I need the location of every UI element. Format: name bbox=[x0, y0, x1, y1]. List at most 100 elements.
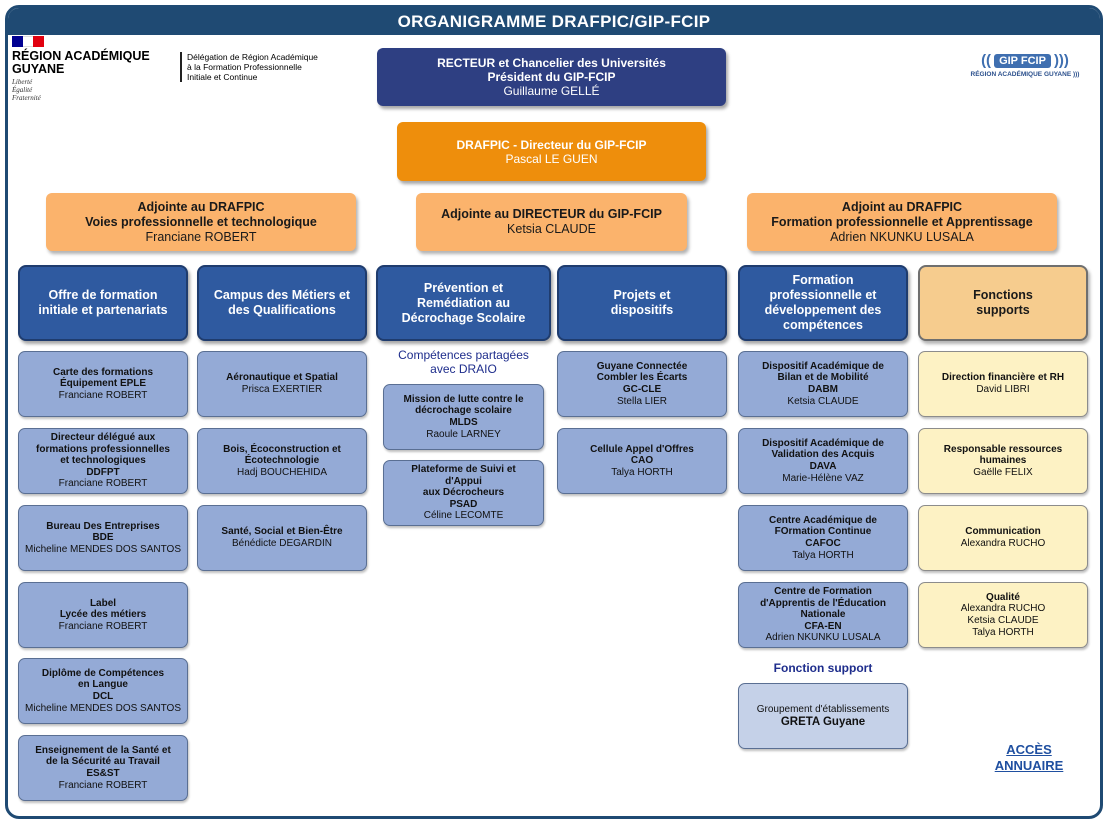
item-person: Franciane ROBERT bbox=[58, 478, 148, 490]
item-ressources-humaines: Responsable ressources humaines Gaëlle F… bbox=[918, 428, 1088, 494]
col-header-fonctions-supports: Fonctions supports bbox=[918, 265, 1088, 341]
item-communication: Communication Alexandra RUCHO bbox=[918, 505, 1088, 571]
adjoint-3-name: Adrien NKUNKU LUSALA bbox=[830, 229, 974, 244]
item-line: GC-CLE bbox=[622, 384, 662, 395]
col3-header-line2: Remédiation au bbox=[416, 295, 511, 310]
item-person: Prisca EXERTIER bbox=[241, 384, 323, 395]
logo-paren-left-icon: (( bbox=[981, 52, 992, 69]
item-greta: Groupement d'établissements GRETA Guyane bbox=[738, 683, 908, 749]
item-line: Bois, Écoconstruction et bbox=[223, 443, 341, 455]
item-person: Franciane ROBERT bbox=[58, 620, 148, 632]
item-line: Dispositif Académique de bbox=[762, 360, 884, 372]
delegation-line2: à la Formation Professionnelle bbox=[187, 62, 302, 72]
adjoint-box-2: Adjointe au DIRECTEUR du GIP-FCIP Ketsia… bbox=[416, 193, 687, 251]
fonction-support-note: Fonction support bbox=[773, 661, 873, 675]
item-line: Communication bbox=[965, 526, 1041, 538]
item-line: Équipement EPLE bbox=[59, 378, 147, 390]
item-aeronautique: Aéronautique et Spatial Prisca EXERTIER bbox=[197, 351, 367, 417]
item-line: Diplôme de Compétences bbox=[41, 667, 165, 679]
item-person: Adrien NKUNKU LUSALA bbox=[765, 632, 881, 644]
greta-line1: Groupement d'établissements bbox=[756, 704, 890, 715]
acces-annuaire-link[interactable]: ACCÈS ANNUAIRE bbox=[982, 742, 1076, 774]
item-person: Bénédicte DEGARDIN bbox=[231, 538, 333, 549]
item-line: Responsable ressources bbox=[943, 443, 1063, 455]
item-gc-cle: Guyane Connectée Combler les Écarts GC-C… bbox=[557, 351, 727, 417]
adjoint-2-name: Ketsia CLAUDE bbox=[507, 222, 596, 236]
item-person: Franciane ROBERT bbox=[58, 779, 148, 791]
item-person: Stella LIER bbox=[616, 395, 668, 407]
item-person: David LIBRI bbox=[976, 384, 1030, 395]
item-person: Talya HORTH bbox=[611, 466, 673, 478]
gip-fcip-name: GIP FCIP bbox=[994, 53, 1051, 68]
col-header-projets: Projets et dispositifs bbox=[557, 265, 727, 341]
item-line: DAVA bbox=[809, 461, 837, 472]
item-line: Mission de lutte contre le bbox=[403, 393, 524, 405]
col3-header-line1: Prévention et bbox=[423, 280, 504, 295]
adjoint-1-line1: Adjointe au DRAFPIC bbox=[137, 199, 265, 214]
col5-header-line4: compétences bbox=[783, 318, 863, 332]
item-line: et technologiques bbox=[60, 455, 146, 467]
col1-header-line1: Offre de formation bbox=[48, 288, 158, 302]
item-person: Talya HORTH bbox=[972, 626, 1034, 638]
item-dava: Dispositif Académique de Validation des … bbox=[738, 428, 908, 494]
logo-motto-1: Liberté bbox=[12, 78, 33, 86]
item-line: Direction financière et RH bbox=[941, 372, 1065, 384]
item-line: décrochage scolaire bbox=[415, 405, 512, 417]
adjoint-3-line2: Formation professionnelle et Apprentissa… bbox=[771, 214, 1033, 229]
item-person: Alexandra RUCHO bbox=[960, 538, 1046, 549]
item-line: Centre de Formation bbox=[774, 586, 872, 598]
item-person: Raoule LARNEY bbox=[426, 428, 501, 440]
item-line: Santé, Social et Bien-Être bbox=[221, 526, 343, 538]
competences-partagees-note: Compétences partagées avec DRAIO bbox=[381, 348, 546, 376]
adjoint-2-line1: Adjointe au DIRECTEUR du GIP-FCIP bbox=[441, 207, 662, 221]
item-line: de la Sécurité au Travail bbox=[46, 756, 160, 768]
col6-header-line2: supports bbox=[976, 303, 1030, 317]
rector-name: Guillaume GELLÉ bbox=[503, 84, 600, 98]
item-person: Marie-Hélène VAZ bbox=[782, 472, 864, 484]
item-line: Carte des formations bbox=[52, 366, 154, 378]
item-cfa-en: Centre de Formation d'Apprentis de l'Édu… bbox=[738, 582, 908, 648]
acces-line2[interactable]: ANNUAIRE bbox=[994, 758, 1064, 773]
note-line2: avec DRAIO bbox=[430, 362, 497, 376]
item-line: PSAD bbox=[449, 498, 478, 510]
rector-box: RECTEUR et Chancelier des Universités Pr… bbox=[377, 48, 726, 106]
greta-name: GRETA Guyane bbox=[780, 716, 866, 728]
item-line: d'Apprentis de l'Éducation bbox=[760, 597, 886, 609]
adjoint-3-line1: Adjoint au DRAFPIC bbox=[841, 199, 963, 214]
item-line: Combler les Écarts bbox=[596, 372, 688, 384]
col5-header-line2: professionnelle et bbox=[769, 288, 877, 302]
item-line: aux Décrocheurs bbox=[422, 487, 505, 499]
logo-motto-3: Fraternité bbox=[12, 94, 41, 102]
item-line: DABM bbox=[808, 384, 838, 395]
item-line: Aéronautique et Spatial bbox=[226, 372, 338, 384]
item-person: Céline LECOMTE bbox=[423, 510, 504, 522]
acces-line1[interactable]: ACCÈS bbox=[1006, 742, 1052, 757]
item-line: Validation des Acquis bbox=[771, 449, 875, 461]
item-line: Centre Académique de bbox=[769, 514, 877, 526]
item-cao: Cellule Appel d'Offres CAO Talya HORTH bbox=[557, 428, 727, 494]
delegation-line3: Initiale et Continue bbox=[187, 72, 258, 82]
drafpic-name: Pascal LE GUEN bbox=[505, 151, 598, 166]
item-person: Talya HORTH bbox=[792, 549, 854, 561]
item-line: Cellule Appel d'Offres bbox=[590, 443, 694, 455]
item-esst: Enseignement de la Santé et de la Sécuri… bbox=[18, 735, 188, 801]
page-title: ORGANIGRAMME DRAFPIC/GIP-FCIP bbox=[8, 8, 1100, 35]
col2-header-line2: des Qualifications bbox=[228, 303, 336, 317]
adjoint-1-name: Franciane ROBERT bbox=[145, 229, 257, 244]
col3-header-line3: Décrochage Scolaire bbox=[401, 310, 526, 325]
delegation-line1: Délégation de Région Académique bbox=[187, 52, 318, 62]
item-line: d'Appui bbox=[445, 475, 482, 487]
col2-header-line1: Campus des Métiers et bbox=[213, 288, 351, 302]
item-line: Enseignement de la Santé et bbox=[35, 744, 171, 756]
item-line: DDFPT bbox=[86, 466, 120, 478]
region-academique-logo: RÉGION ACADÉMIQUE GUYANE Liberté Égalité… bbox=[12, 36, 182, 102]
item-carte-formations: Carte des formations Équipement EPLE Fra… bbox=[18, 351, 188, 417]
item-person: Ketsia CLAUDE bbox=[967, 615, 1039, 626]
item-person: Alexandra RUCHO bbox=[960, 603, 1046, 615]
item-sante-social: Santé, Social et Bien-Être Bénédicte DEG… bbox=[197, 505, 367, 571]
french-flag-icon bbox=[12, 36, 45, 47]
col-header-campus-metiers: Campus des Métiers et des Qualifications bbox=[197, 265, 367, 341]
col-header-prevention: Prévention et Remédiation au Décrochage … bbox=[376, 265, 551, 341]
col1-header-line2: initiale et partenariats bbox=[38, 303, 168, 317]
col5-header-line1: Formation bbox=[792, 273, 854, 287]
